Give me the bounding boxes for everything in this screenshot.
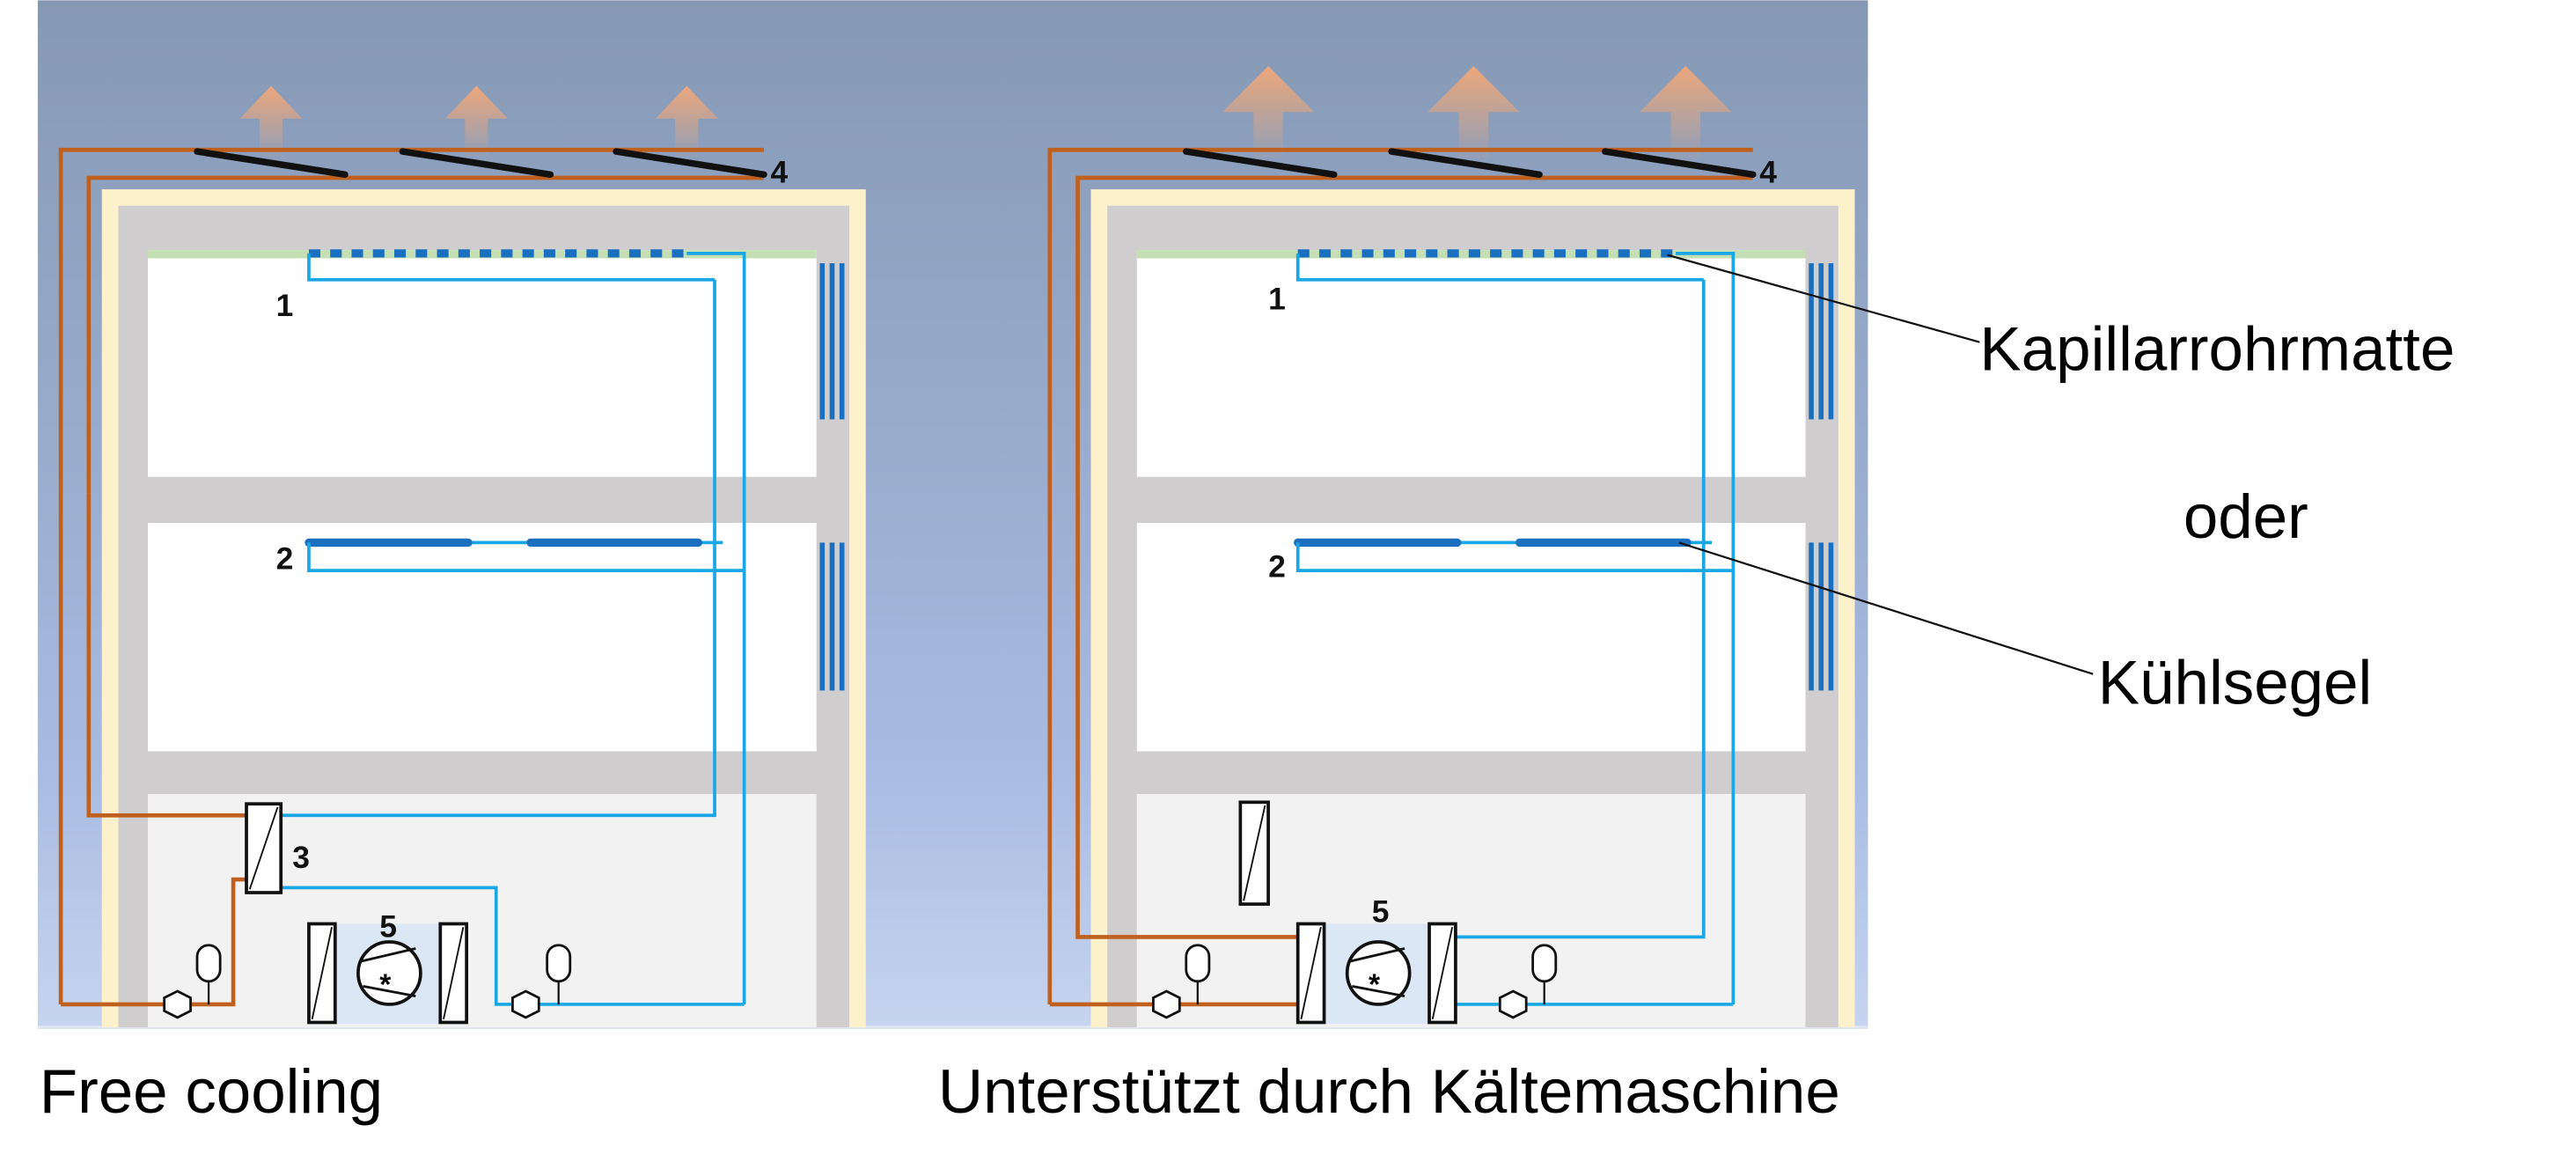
- label-roof-collector: 4: [1759, 155, 1777, 190]
- label-chilled-beam: 2: [1268, 549, 1286, 584]
- label-capillary-mat: 1: [1268, 281, 1286, 316]
- heat-arrows: [1222, 66, 1732, 158]
- chiller-supported-panel: 1 2 4 5: [1050, 66, 1855, 1027]
- callout-chilled-beam: Kühlsegel: [2098, 648, 2373, 717]
- pump-icon: [1152, 989, 1181, 1019]
- label-capillary-mat: 1: [276, 288, 294, 323]
- leader-line-chilled-beam: [1678, 541, 2094, 675]
- label-roof-collector: 4: [770, 155, 788, 190]
- callout-capillary-mat: Kapillarrohrmatte: [1979, 314, 2455, 384]
- callout-or: oder: [2183, 482, 2308, 552]
- free-cooling-panel: 1 2 3 4 5: [61, 85, 866, 1027]
- leader-line-capillary: [1667, 254, 1980, 343]
- heat-exchanger-3: [245, 802, 283, 894]
- pump-icon: [511, 989, 540, 1019]
- label-heat-exchanger: 3: [292, 840, 310, 875]
- caption-chiller-supported: Unterstützt durch Kältemaschine: [938, 1057, 1840, 1127]
- heat-arrows: [239, 85, 718, 157]
- heat-exchanger-unused: [1238, 800, 1270, 906]
- pump-icon: [1498, 989, 1528, 1019]
- building-section: [1050, 150, 1855, 1027]
- label-chiller: 5: [379, 908, 397, 944]
- caption-free-cooling: Free cooling: [40, 1057, 383, 1127]
- building-section: [61, 150, 866, 1027]
- label-chilled-beam: 2: [276, 540, 294, 576]
- pump-icon: [163, 989, 192, 1019]
- label-chiller: 5: [1372, 894, 1390, 930]
- chiller-5: [1295, 922, 1457, 1026]
